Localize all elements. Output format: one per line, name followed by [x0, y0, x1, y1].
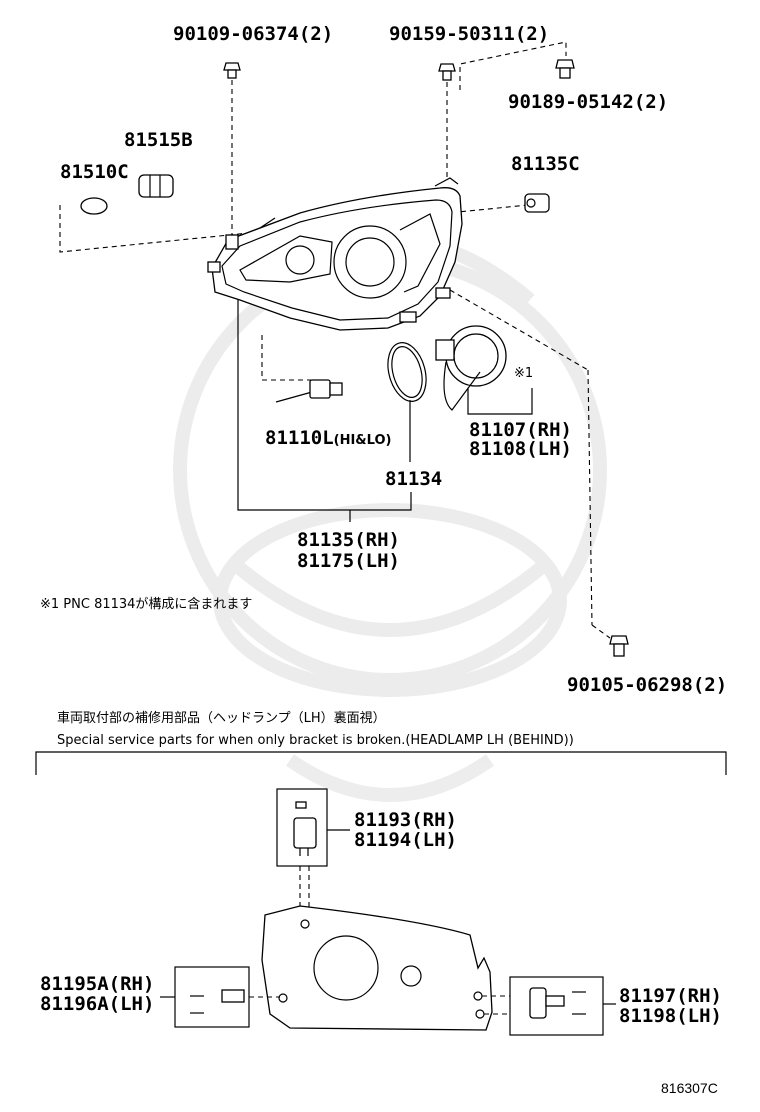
headlamp-cover-icon: [435, 325, 507, 411]
label-90189-05142: 90189-05142(2): [508, 91, 668, 113]
service-caption-jp: 車両取付部の補修用部品（ヘッドランプ（LH）裏面視）: [57, 711, 386, 726]
bolt-right-icon: [609, 635, 629, 657]
bracket-right-icon: [529, 987, 586, 1019]
headlamp-assembly: [207, 177, 463, 331]
label-81193-rh: 81193(RH): [354, 809, 457, 831]
hid-bulb-icon: [275, 379, 343, 403]
socket-right-icon: [524, 193, 550, 213]
service-caption-en: Special service parts for when only brac…: [57, 733, 574, 748]
label-81197-rh: 81197(RH): [619, 985, 722, 1007]
socket-icon: [138, 174, 174, 198]
label-81194-lh: 81194(LH): [354, 829, 457, 851]
bracket-right-box: [509, 976, 604, 1036]
label-81135C: 81135C: [511, 153, 580, 175]
label-81198-lh: 81198(LH): [619, 1005, 722, 1027]
label-81107-rh: 81107(RH): [469, 419, 572, 441]
bracket-left-icon: [190, 989, 245, 1014]
bulb-icon: [80, 197, 108, 215]
label-90159-50311: 90159-50311(2): [389, 23, 549, 45]
label-81108-lh: 81108(LH): [469, 438, 572, 460]
label-81110L: 81110L(HI&LO): [265, 427, 391, 449]
label-90105-06298: 90105-06298(2): [567, 674, 727, 696]
label-81515B: 81515B: [124, 129, 193, 151]
label-81134: 81134: [385, 468, 442, 490]
label-81175-lh: 81175(LH): [297, 550, 400, 572]
bolt-icon: [223, 62, 241, 79]
label-81195a-rh: 81195A(RH): [40, 973, 154, 995]
o-ring-icon: [387, 342, 427, 402]
note-mark: ※1: [514, 366, 533, 381]
screw-icon: [438, 63, 456, 81]
note-text: ※1 PNC 81134が構成に含まれます: [40, 596, 252, 612]
label-90109-06374: 90109-06374(2): [173, 23, 333, 45]
bracket-top-box: [276, 788, 328, 867]
label-81510C: 81510C: [60, 161, 129, 183]
label-81196a-lh: 81196A(LH): [40, 993, 154, 1015]
drawing-code: 816307C: [661, 1080, 718, 1096]
headlamp-back-view: [261, 905, 493, 1031]
bracket-top-icon: [293, 801, 317, 856]
label-81135-rh: 81135(RH): [297, 529, 400, 551]
clip-icon: [555, 59, 575, 79]
